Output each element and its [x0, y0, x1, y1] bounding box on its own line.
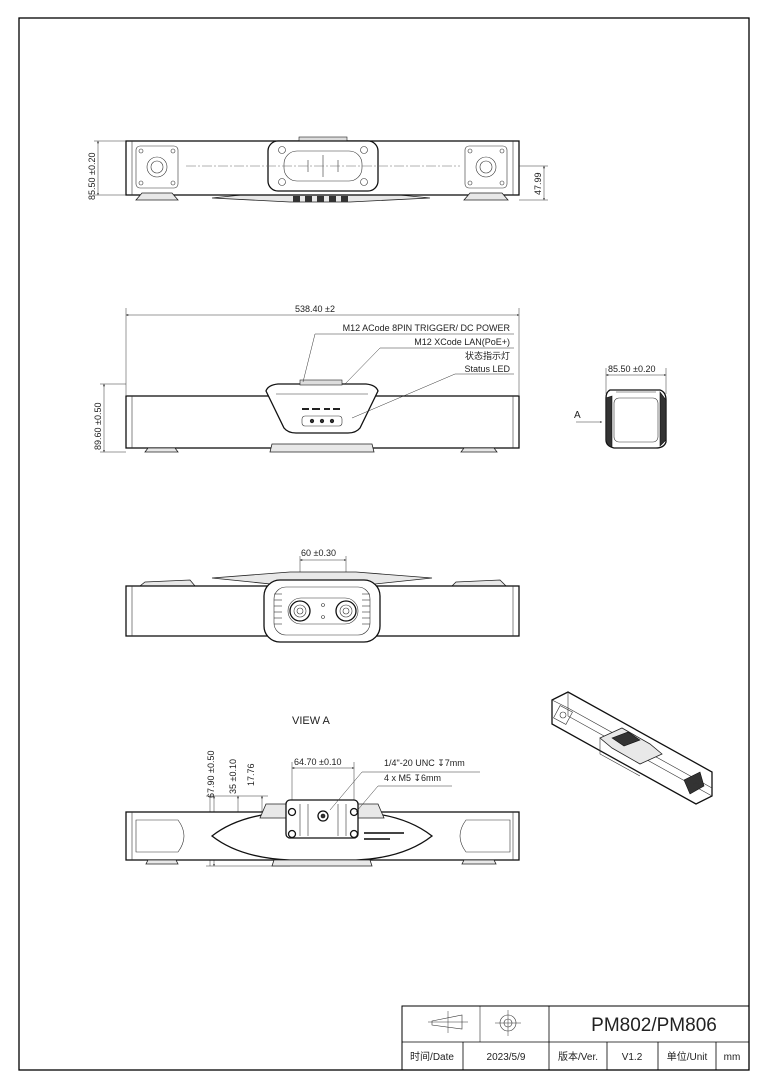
- side-view: [576, 368, 667, 449]
- model-number: PM802/PM806: [591, 1015, 717, 1036]
- dim-top-height: 85.50 ±0.20: [87, 153, 97, 200]
- version-value: V1.2: [622, 1052, 643, 1063]
- version-label: 版本/Ver.: [558, 1050, 598, 1063]
- dim-lens-spacing: 60 ±0.30: [301, 548, 336, 558]
- dim-view-a-h3: 17.76: [246, 763, 256, 786]
- dim-top-depth: 47.99: [533, 172, 543, 195]
- back-view: [125, 556, 520, 643]
- isometric-view: [551, 691, 713, 805]
- front-view: [100, 308, 520, 453]
- sheet-border: [18, 17, 750, 1071]
- callout-unc: 1/4"-20 UNC ↧7mm: [384, 758, 465, 768]
- dim-front-height: 89.60 ±0.50: [93, 403, 103, 450]
- callout-m5: 4 x M5 ↧6mm: [384, 773, 441, 783]
- callout-m12-xcode: M12 XCode LAN(PoE+): [414, 337, 510, 347]
- dim-view-a-h2: 35 ±0.10: [228, 759, 238, 794]
- view-arrow-label: A: [574, 410, 581, 421]
- view-a-title: VIEW A: [292, 715, 331, 727]
- top-view: [94, 136, 548, 203]
- dim-side-depth: 85.50 ±0.20: [608, 364, 655, 374]
- date-label: 时间/Date: [410, 1050, 454, 1063]
- date-value: 2023/5/9: [487, 1052, 526, 1063]
- dim-view-a-width: 64.70 ±0.10: [294, 757, 341, 767]
- unit-label: 单位/Unit: [667, 1050, 708, 1063]
- dim-view-a-h1: 67.90 ±0.50: [206, 751, 216, 798]
- dim-length: 538.40 ±2: [295, 304, 335, 314]
- callout-m12-acode: M12 ACode 8PIN TRIGGER/ DC POWER: [343, 323, 511, 333]
- view-a: [125, 762, 520, 867]
- title-block: [401, 1005, 750, 1071]
- callout-status-en: Status LED: [464, 364, 510, 374]
- unit-value: mm: [724, 1052, 741, 1063]
- callout-status-cn: 状态指示灯: [465, 350, 510, 361]
